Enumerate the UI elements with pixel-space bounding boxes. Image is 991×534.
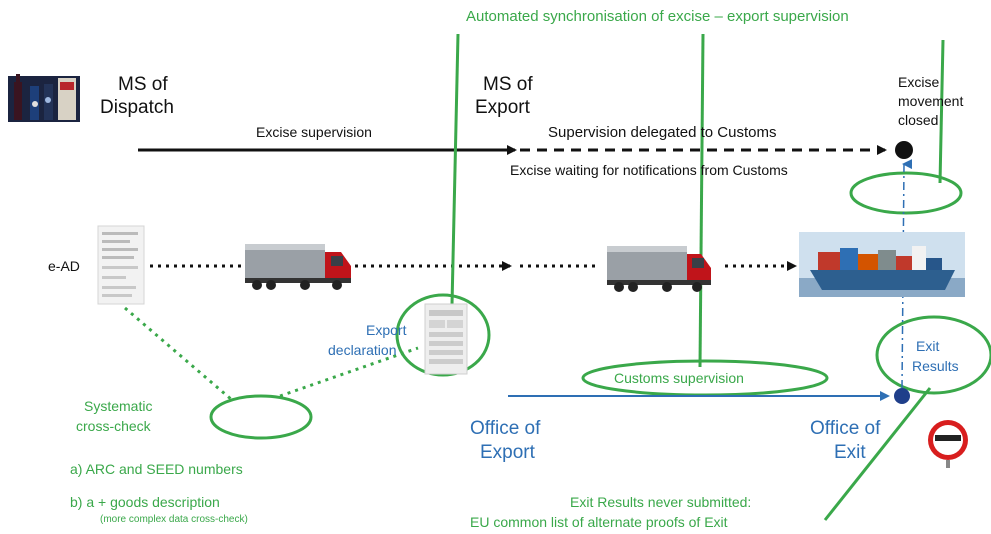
sync-line-middle — [698, 33, 705, 368]
sync-line-right — [938, 39, 945, 184]
item-a: a) ARC and SEED numbers — [70, 461, 243, 477]
ship-icon — [799, 232, 965, 297]
office-exit-line1: Office of — [810, 418, 881, 439]
ms-export-line2: Export — [475, 97, 530, 118]
note-line2: EU common list of alternate proofs of Ex… — [470, 514, 728, 530]
ms-export-line1: MS of — [483, 74, 533, 95]
ead-label: e-AD — [48, 258, 80, 274]
customs-supervision-label: Customs supervision — [614, 370, 744, 386]
movement-closed-dot — [895, 141, 913, 159]
excise-supervision-label: Excise supervision — [256, 124, 372, 140]
item-b: b) a + goods description — [70, 494, 220, 510]
export-declaration-line1: Export — [366, 322, 407, 338]
sync-line-left — [450, 33, 460, 306]
export-declaration-document-icon — [424, 303, 468, 375]
excise-closed-line1: Excise — [898, 74, 940, 90]
excise-closed-line3: closed — [898, 112, 939, 128]
office-export-line2: Export — [480, 442, 535, 463]
office-exit-line2: Exit — [834, 442, 866, 463]
wine-bottles-icon — [8, 74, 80, 122]
cross-check-line-ead — [124, 306, 233, 402]
waiting-label: Excise waiting for notifications from Cu… — [510, 162, 788, 178]
systematic-line1: Systematic — [84, 398, 153, 414]
office-export-line1: Office of — [470, 418, 541, 439]
ms-dispatch-line1: MS of — [118, 74, 168, 95]
cross-check-ellipse — [209, 394, 313, 440]
notification-ellipse — [849, 171, 963, 215]
truck-icon — [607, 246, 711, 292]
exit-results-line1: Exit — [916, 338, 940, 354]
office-exit-dot — [894, 388, 910, 404]
cross-check-line-export — [279, 346, 419, 398]
sync-title: Automated synchronisation of excise – ex… — [466, 8, 849, 25]
export-declaration-ellipse — [395, 293, 491, 377]
no-entry-sign-icon — [928, 420, 968, 468]
truck-icon — [245, 244, 351, 290]
note-line1: Exit Results never submitted: — [570, 494, 752, 510]
exit-results-line2: Results — [912, 358, 959, 374]
item-b-note: (more complex data cross-check) — [100, 514, 248, 525]
excise-closed-line2: movement — [898, 93, 964, 109]
delegated-label: Supervision delegated to Customs — [548, 124, 777, 141]
document-icon — [97, 225, 145, 305]
exit-note-line — [823, 387, 932, 521]
ms-dispatch-line2: Dispatch — [100, 97, 174, 118]
exit-results-ellipse — [875, 315, 991, 395]
systematic-line2: cross-check — [76, 418, 151, 434]
export-declaration-line2: declaration — [328, 342, 397, 358]
